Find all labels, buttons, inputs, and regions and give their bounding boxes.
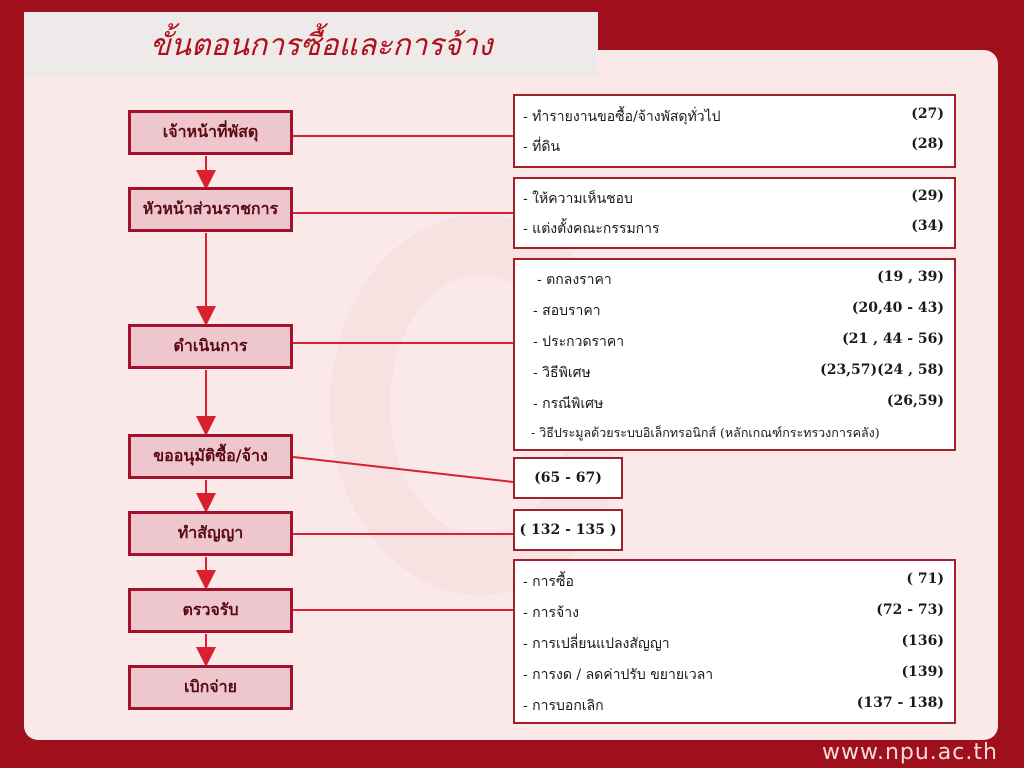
step-label: เจ้าหน้าที่พัสดุ (162, 122, 259, 141)
info-ref: (20,40 - 43) (851, 300, 944, 316)
info-ref: (23,57)(24 , 58) (820, 362, 944, 378)
info-row: - การซื้อ ( 71) (523, 571, 944, 591)
info-text: - วิธีพิเศษ (533, 365, 591, 381)
info-row: - การจ้าง (72 - 73) (523, 602, 944, 622)
info-row: - ทำรายงานขอซื้อ/จ้างพัสดุทั่วไป (27) (523, 106, 944, 126)
step-disburse: เบิกจ่าย (128, 665, 293, 710)
info-ref: (28) (911, 136, 944, 152)
step-label: เบิกจ่าย (183, 677, 238, 696)
info-ref: (72 - 73) (876, 602, 944, 618)
step-label: ตรวจรับ (182, 600, 239, 619)
info-text: - ตกลงราคา (537, 272, 612, 288)
info-ref: (27) (911, 106, 944, 122)
info-text: - ที่ดิน (523, 139, 561, 155)
step-label: ขออนุมัติซื้อ/จ้าง (153, 446, 268, 465)
ref-box-approval: (65 - 67) (513, 457, 623, 499)
info-ref: (137 - 138) (856, 695, 944, 711)
info-row: - วิธีประมูลด้วยระบบอิเล็กทรอนิกส์ (หลัก… (531, 423, 944, 443)
step-head-of-agency: หัวหน้าส่วนราชการ (128, 187, 293, 232)
info-box-procurement-officer: - ทำรายงานขอซื้อ/จ้างพัสดุทั่วไป (27) - ท… (513, 94, 956, 168)
step-inspect: ตรวจรับ (128, 588, 293, 633)
step-label: หัวหน้าส่วนราชการ (142, 199, 279, 218)
footer-url: www.npu.ac.th (822, 740, 998, 765)
info-text: - แต่งตั้งคณะกรรมการ (523, 221, 660, 237)
info-text: - การซื้อ (523, 574, 574, 590)
info-row: - สอบราคา (20,40 - 43) (533, 300, 944, 320)
info-text: - สอบราคา (533, 303, 601, 319)
slide-title: ขั้นตอนการซื้อและการจ้าง (150, 28, 493, 63)
info-text: - การงด / ลดค่าปรับ ขยายเวลา (523, 667, 714, 683)
title-banner (24, 12, 598, 77)
info-ref: ( 71) (906, 571, 944, 587)
step-label: ดำเนินการ (173, 336, 248, 355)
info-ref: (29) (911, 188, 944, 204)
info-row: - ที่ดิน (28) (523, 136, 944, 156)
info-box-head-of-agency: - ให้ความเห็นชอบ (29) - แต่งตั้งคณะกรรมกา… (513, 177, 956, 249)
info-box-methods: - ตกลงราคา (19 , 39) - สอบราคา (20,40 - 43… (513, 258, 956, 451)
info-text: - ทำรายงานขอซื้อ/จ้างพัสดุทั่วไป (523, 109, 721, 125)
step-contract: ทำสัญญา (128, 511, 293, 556)
info-text: - ให้ความเห็นชอบ (523, 191, 633, 207)
info-text: - การจ้าง (523, 605, 579, 621)
info-row: - วิธีพิเศษ (23,57)(24 , 58) (533, 362, 944, 382)
info-text: - ประกวดราคา (533, 334, 625, 350)
info-text: - กรณีพิเศษ (533, 396, 604, 412)
info-row: - การงด / ลดค่าปรับ ขยายเวลา (139) (523, 664, 944, 684)
info-row: - ตกลงราคา (19 , 39) (537, 269, 944, 289)
info-text: - การบอกเลิก (523, 698, 604, 714)
step-proceed: ดำเนินการ (128, 324, 293, 369)
info-box-contract-management: - การซื้อ ( 71) - การจ้าง (72 - 73) - การเ… (513, 559, 956, 724)
info-ref: (139) (901, 664, 944, 680)
step-procurement-officer: เจ้าหน้าที่พัสดุ (128, 110, 293, 155)
ref-box-contract: ( 132 - 135 ) (513, 509, 623, 551)
info-ref: (21 , 44 - 56) (842, 331, 944, 347)
info-row: - ให้ความเห็นชอบ (29) (523, 188, 944, 208)
step-request-approval: ขออนุมัติซื้อ/จ้าง (128, 434, 293, 479)
info-text: - วิธีประมูลด้วยระบบอิเล็กทรอนิกส์ (หลัก… (531, 425, 880, 440)
info-row: - กรณีพิเศษ (26,59) (533, 393, 944, 413)
info-row: - การบอกเลิก (137 - 138) (523, 695, 944, 715)
info-text: - การเปลี่ยนแปลงสัญญา (523, 636, 670, 652)
info-row: - ประกวดราคา (21 , 44 - 56) (533, 331, 944, 351)
info-ref: (26,59) (886, 393, 944, 409)
info-row: - การเปลี่ยนแปลงสัญญา (136) (523, 633, 944, 653)
info-ref: (136) (901, 633, 944, 649)
connector-4 (292, 456, 514, 483)
step-label: ทำสัญญา (177, 523, 244, 542)
info-ref: (19 , 39) (877, 269, 944, 285)
info-row: - แต่งตั้งคณะกรรมการ (34) (523, 218, 944, 238)
info-ref: (34) (911, 218, 944, 234)
